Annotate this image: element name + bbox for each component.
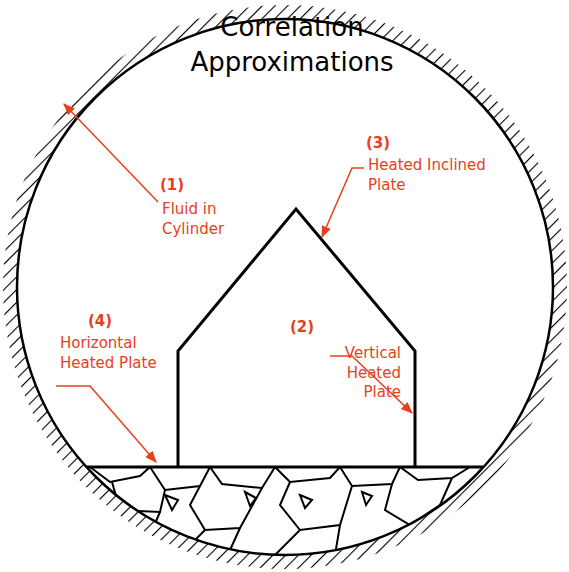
ground-line bbox=[87, 466, 483, 469]
callout-number: (1) bbox=[160, 176, 184, 196]
callout-label: Heated Inclined Plate bbox=[368, 156, 492, 195]
cylinder-hatching bbox=[3, 5, 567, 569]
cylinder-wall bbox=[17, 19, 553, 555]
callout-number: (2) bbox=[290, 318, 314, 338]
callout-number: (4) bbox=[88, 312, 112, 332]
callout-label: Fluid in Cylinder bbox=[162, 200, 242, 239]
leader-line bbox=[64, 104, 158, 202]
callout-label: Horizontal Heated Plate bbox=[60, 334, 182, 373]
house-outline bbox=[178, 209, 415, 467]
callout-label: Vertical Heated Plate bbox=[325, 344, 401, 403]
ground-rocks bbox=[90, 467, 490, 565]
diagram-title: Correlation Approximations bbox=[160, 10, 424, 80]
leader-line bbox=[56, 386, 156, 462]
leader-line bbox=[322, 168, 364, 237]
callout-number: (3) bbox=[366, 134, 390, 154]
